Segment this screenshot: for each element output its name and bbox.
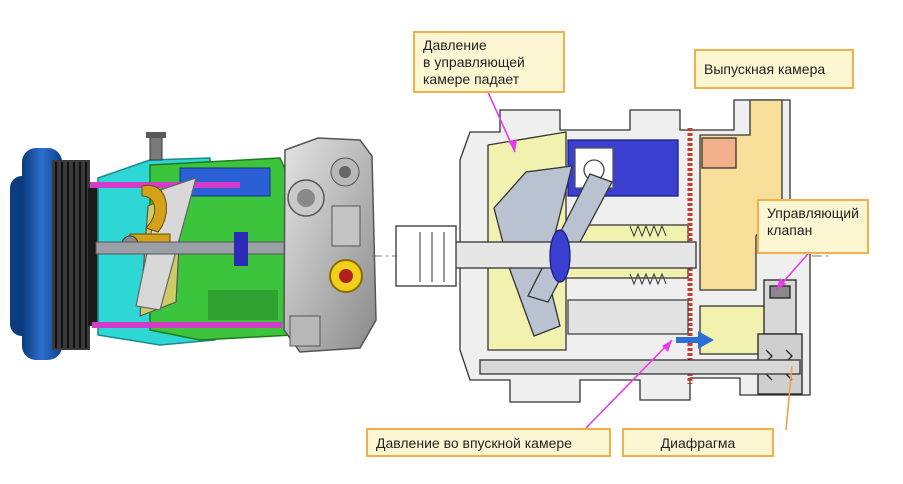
callout-line: Управляющий (767, 205, 859, 221)
callout-line: Давление (423, 37, 487, 53)
callout-discharge-chamber: Выпускная камера (694, 49, 854, 89)
callout-control-valve: Управляющий клапан (757, 199, 869, 254)
callout-line: клапан (767, 222, 813, 238)
leader-lines (486, 89, 809, 431)
callout-diaphragm: Диафрагма (622, 428, 774, 457)
shaft (95, 241, 293, 255)
callout-line: Давление во впускной камере (376, 435, 572, 451)
callout-suction-chamber-pressure: Давление во впускной камере (366, 428, 611, 457)
callout-line: камере падает (423, 71, 520, 87)
callout-line: Диафрагма (660, 435, 736, 451)
callout-line: в управляющей (423, 54, 525, 70)
rear-housing (283, 137, 377, 353)
lower-piston (567, 299, 689, 335)
callout-line: Выпускная камера (704, 61, 826, 77)
control-valve (757, 279, 803, 395)
compressor-section (395, 99, 811, 403)
compressor-3d-cutaway (10, 132, 377, 360)
callout-control-chamber-pressure: Давление в управляющей камере падает (413, 31, 565, 93)
flow-arrow (676, 331, 714, 349)
pulley (10, 148, 100, 360)
